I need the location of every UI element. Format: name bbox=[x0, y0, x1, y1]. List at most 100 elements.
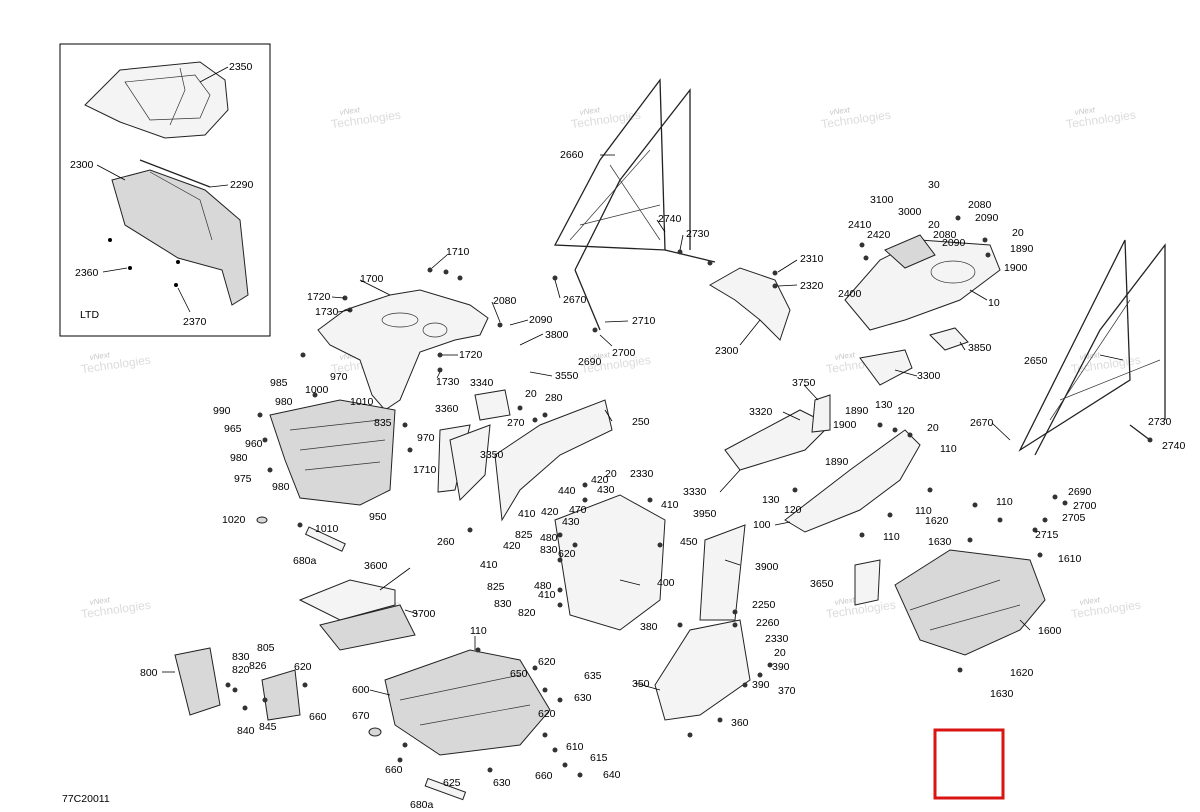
watermark-text: vNext bbox=[1079, 350, 1101, 362]
callout-label: 680a bbox=[293, 555, 317, 567]
callout-label: 1610 bbox=[1058, 553, 1082, 565]
callout-label: 410 bbox=[538, 589, 556, 601]
callout-label: 800 bbox=[140, 667, 158, 679]
inset-callout: 2350 bbox=[229, 61, 253, 73]
callout-label: 2420 bbox=[867, 229, 891, 241]
bracket-part bbox=[654, 619, 751, 721]
fender-part bbox=[709, 267, 791, 341]
callout-label: 1020 bbox=[222, 514, 246, 526]
storage-bin-part bbox=[269, 399, 396, 506]
callout-label: 2080 bbox=[968, 199, 992, 211]
screw-part bbox=[108, 238, 112, 242]
cover-part bbox=[929, 327, 969, 351]
callout-label: 1730 bbox=[436, 376, 460, 388]
callout-label: 30 bbox=[928, 179, 940, 191]
callout-label: 420 bbox=[591, 474, 609, 486]
callout-label: 400 bbox=[657, 577, 675, 589]
roll-cage-right bbox=[1018, 239, 1166, 456]
callout-label: 20 bbox=[525, 388, 537, 400]
callout-label: 2330 bbox=[630, 468, 654, 480]
callout-label: 3300 bbox=[917, 370, 941, 382]
callout-label: 120 bbox=[784, 504, 802, 516]
visor-part bbox=[84, 61, 229, 139]
callout-label: 1900 bbox=[1004, 262, 1028, 274]
callout-label: 2080 bbox=[933, 229, 957, 241]
inset-variant-label: LTD bbox=[80, 309, 99, 321]
callout-label: 3700 bbox=[412, 608, 436, 620]
callout-label: 820 bbox=[232, 664, 250, 676]
callout-label: 3600 bbox=[364, 560, 388, 572]
callout-label: 3000 bbox=[898, 206, 922, 218]
callout-label: 2090 bbox=[942, 237, 966, 249]
callout-label: 390 bbox=[752, 679, 770, 691]
grommet-part bbox=[256, 516, 268, 524]
callout-label: 630 bbox=[493, 777, 511, 789]
callout-label: 630 bbox=[574, 692, 592, 704]
watermark-text: vNext bbox=[1079, 595, 1101, 607]
watermark-text: vNext bbox=[89, 595, 111, 607]
callout-label: 990 bbox=[213, 405, 231, 417]
callout-label: 470 bbox=[569, 504, 587, 516]
callout-label: 620 bbox=[294, 661, 312, 673]
callout-label: 660 bbox=[385, 764, 403, 776]
callout-label: 1000 bbox=[305, 384, 329, 396]
callout-label: 130 bbox=[875, 399, 893, 411]
watermark-text: vNext bbox=[339, 350, 361, 362]
callout-label: 410 bbox=[518, 508, 536, 520]
callout-label: 2410 bbox=[848, 219, 872, 231]
callout-label: 2740 bbox=[1162, 440, 1186, 452]
callout-label: 2730 bbox=[686, 228, 710, 240]
callout-labels: 1710 1700 1720 1730 2080 2090 3800 1720 … bbox=[140, 149, 1186, 811]
callout-label: 950 bbox=[369, 511, 387, 523]
callout-label: 3350 bbox=[480, 449, 504, 461]
callout-label: 120 bbox=[897, 405, 915, 417]
callout-label: 2690 bbox=[1068, 486, 1092, 498]
callout-label: 2320 bbox=[800, 280, 824, 292]
callout-label: 3330 bbox=[683, 486, 707, 498]
callout-label: 1630 bbox=[990, 688, 1014, 700]
callout-label: 280 bbox=[545, 392, 563, 404]
callout-label: 1010 bbox=[315, 523, 339, 535]
callout-label: 2660 bbox=[560, 149, 584, 161]
callout-label: 1890 bbox=[845, 405, 869, 417]
cupholder-part bbox=[884, 234, 936, 269]
callout-label: 20 bbox=[774, 647, 786, 659]
callout-label: 250 bbox=[632, 416, 650, 428]
callout-label: 360 bbox=[731, 717, 749, 729]
callout-label: 2670 bbox=[563, 294, 587, 306]
callout-label: 270 bbox=[507, 417, 525, 429]
callout-label: 1890 bbox=[1010, 243, 1034, 255]
callout-label: 980 bbox=[275, 396, 293, 408]
ltd-inset: 2350 2300 2290 2360 2370 LTD bbox=[59, 43, 271, 337]
highlight-box bbox=[933, 728, 1005, 800]
callout-label: 410 bbox=[480, 559, 498, 571]
callout-label: 110 bbox=[883, 531, 900, 543]
callout-label: 826 bbox=[249, 660, 267, 672]
callout-label: 620 bbox=[558, 548, 576, 560]
callout-label: 1010 bbox=[350, 396, 374, 408]
callout-label: 3320 bbox=[749, 406, 773, 418]
callout-label: 820 bbox=[518, 607, 536, 619]
callout-label: 420 bbox=[503, 540, 521, 552]
callout-label: 650 bbox=[510, 668, 528, 680]
callout-label: 110 bbox=[996, 496, 1013, 508]
callout-label: 380 bbox=[640, 621, 658, 633]
side-panel-part bbox=[494, 399, 613, 522]
watermark-text: vNext bbox=[829, 105, 851, 117]
callout-label: 840 bbox=[237, 725, 255, 737]
callout-label: 1890 bbox=[825, 456, 849, 468]
callout-label: 600 bbox=[352, 684, 370, 696]
callout-label: 1700 bbox=[360, 273, 384, 285]
screw-part bbox=[176, 260, 180, 264]
callout-label: 20 bbox=[605, 468, 617, 480]
screw-part bbox=[174, 283, 178, 287]
heat-shield-part bbox=[174, 647, 221, 716]
callout-label: 130 bbox=[762, 494, 780, 506]
inset-callout: 2290 bbox=[230, 179, 254, 191]
callout-label: 1710 bbox=[446, 246, 470, 258]
callout-label: 3650 bbox=[810, 578, 834, 590]
callout-label: 1730 bbox=[315, 306, 339, 318]
callout-label: 3360 bbox=[435, 403, 459, 415]
callout-label: 615 bbox=[590, 752, 608, 764]
callout-label: 830 bbox=[494, 598, 512, 610]
